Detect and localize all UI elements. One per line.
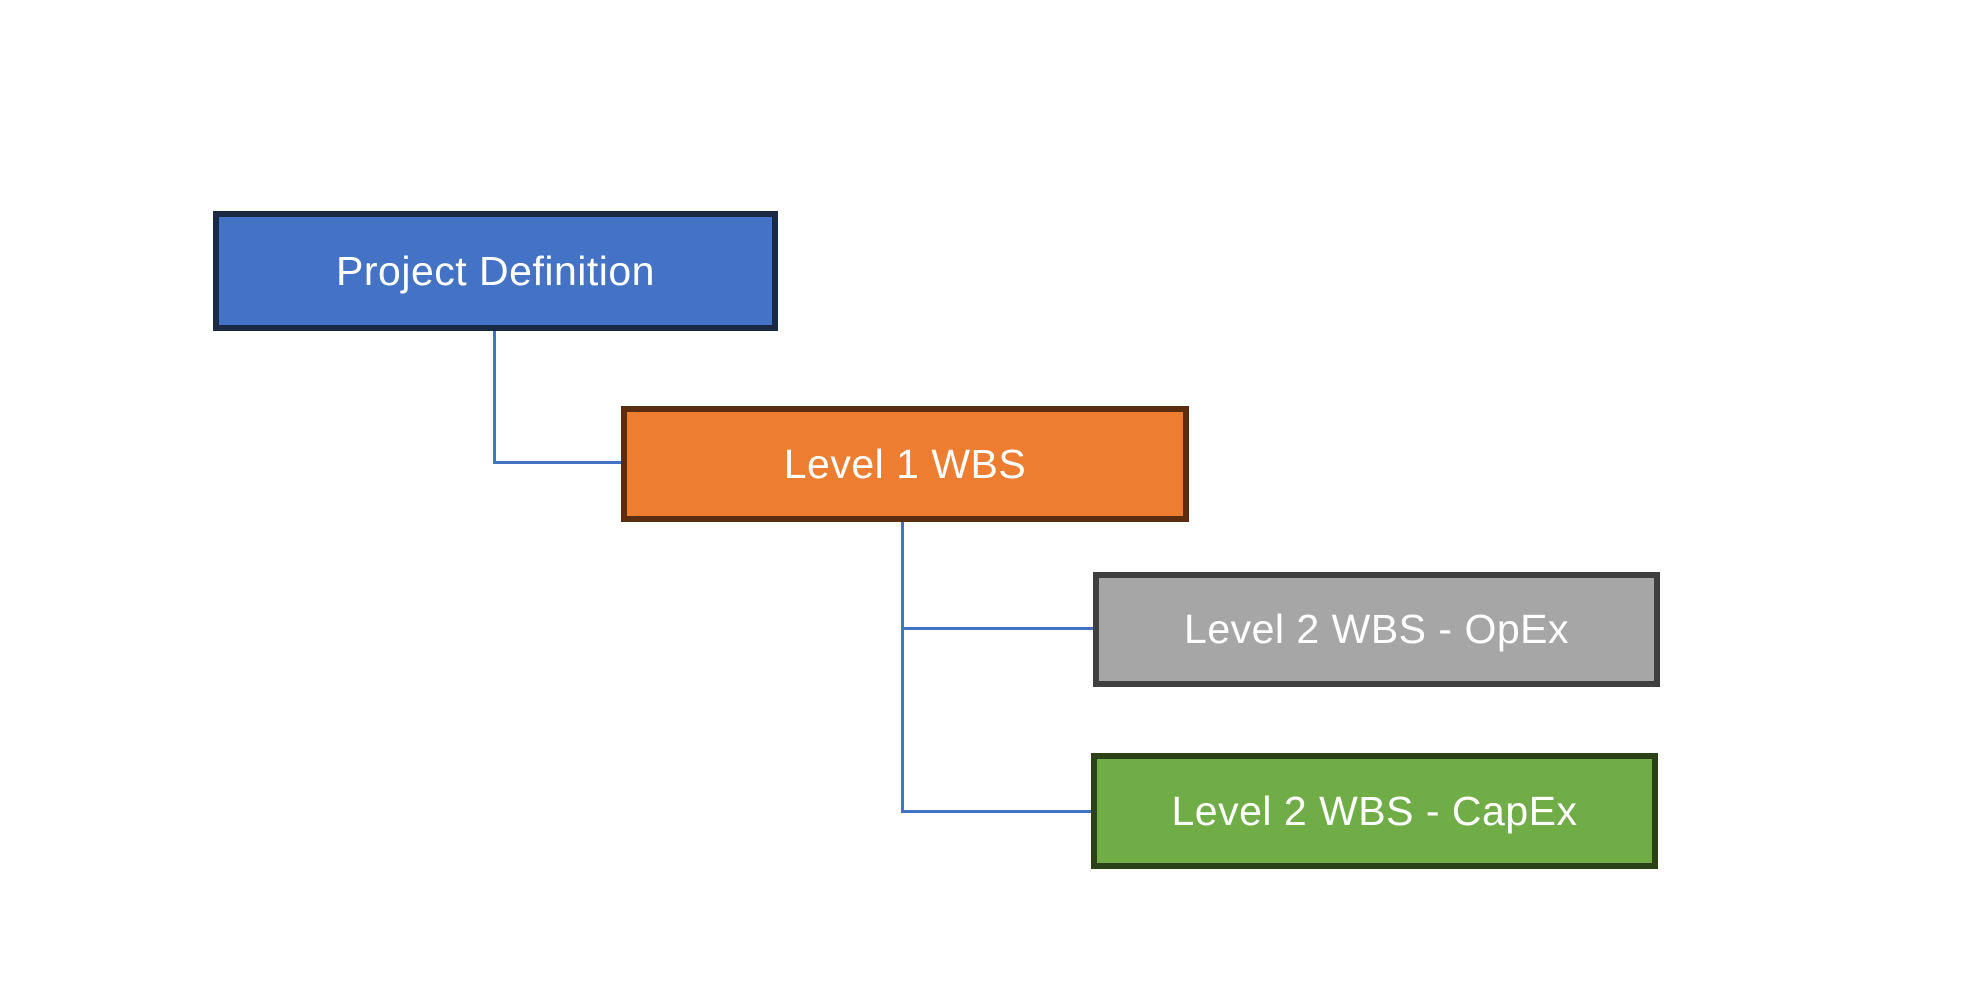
node-level2-wbs-opex-label: Level 2 WBS - OpEx bbox=[1184, 606, 1569, 652]
node-level2-wbs-capex-label: Level 2 WBS - CapEx bbox=[1171, 787, 1578, 834]
node-level1-wbs-label: Level 1 WBS bbox=[783, 440, 1027, 487]
connector-project-to-level1-vertical bbox=[493, 331, 496, 464]
connector-project-to-level1-horizontal bbox=[493, 461, 621, 464]
node-level2-wbs-capex: Level 2 WBS - CapEx bbox=[1091, 753, 1658, 869]
node-project-definition-label: Project Definition bbox=[336, 247, 655, 294]
node-level2-wbs-opex: Level 2 WBS - OpEx bbox=[1093, 572, 1660, 687]
node-project-definition: Project Definition bbox=[213, 211, 778, 331]
connector-level1-to-capex-horizontal bbox=[901, 810, 1091, 813]
node-level1-wbs: Level 1 WBS bbox=[621, 406, 1189, 522]
connector-level1-to-opex-horizontal bbox=[901, 627, 1093, 630]
connector-level1-to-children-vertical bbox=[901, 522, 904, 813]
